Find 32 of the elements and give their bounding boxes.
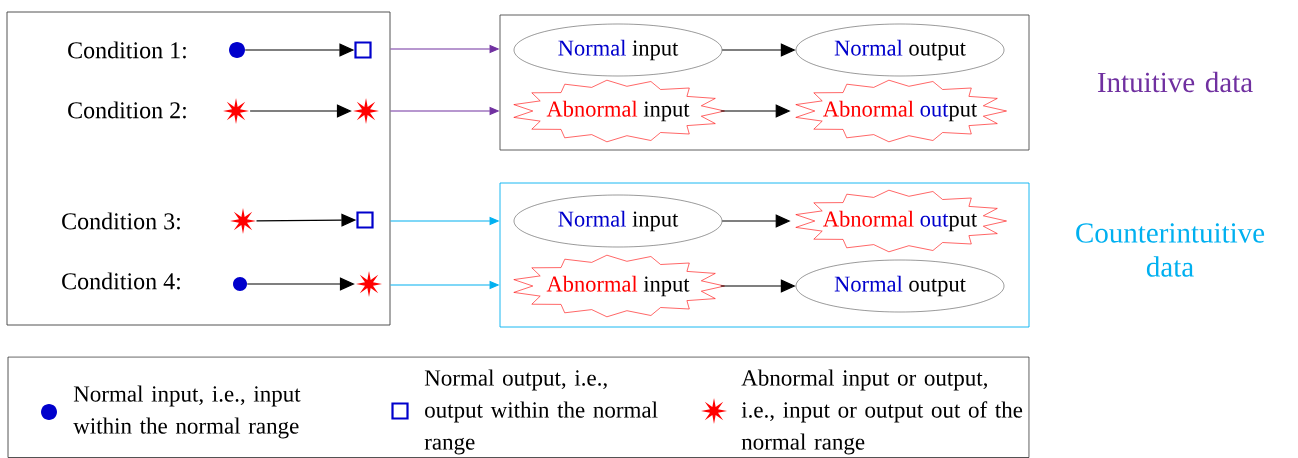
legend-text: Normal output, i.e., output within the normal range <box>424 369 658 455</box>
legend-text: Normal input, i.e., input within the normal range <box>73 385 301 439</box>
arrow <box>389 217 499 225</box>
condition-label: Condition 4: <box>62 272 180 290</box>
burst-node: Abnormal output <box>795 189 1007 253</box>
star-marker <box>353 98 379 124</box>
ellipse-node: Normal input <box>513 23 723 77</box>
square-marker <box>356 211 374 229</box>
star-marker <box>223 98 249 124</box>
group-box <box>499 14 1030 151</box>
group-label: Counterintuitive data <box>1076 223 1265 277</box>
ellipse-node: Normal input <box>513 194 723 248</box>
arrow <box>389 107 499 115</box>
burst-node: Abnormal output <box>795 79 1007 143</box>
square-marker <box>354 41 372 59</box>
ellipse-node: Normal output <box>795 23 1005 77</box>
arrow <box>389 45 499 53</box>
star-marker <box>356 271 382 297</box>
panel-box <box>6 11 391 326</box>
condition-label: Condition 1: <box>68 41 186 59</box>
circle-marker <box>229 42 245 58</box>
circle-marker <box>233 277 247 291</box>
arrow <box>389 281 499 289</box>
group-label: Intuitive data <box>1097 71 1253 93</box>
condition-label: Condition 2: <box>68 101 186 119</box>
burst-node: Abnormal input <box>513 254 725 318</box>
group-box <box>499 182 1030 328</box>
ellipse-node: Normal output <box>795 259 1005 313</box>
legend-text: Abnormal input or output, i.e., input or output out of the normal range <box>741 369 1023 455</box>
burst-node: Abnormal input <box>513 79 725 143</box>
star-marker <box>230 208 256 234</box>
condition-label: Condition 3: <box>62 212 180 230</box>
